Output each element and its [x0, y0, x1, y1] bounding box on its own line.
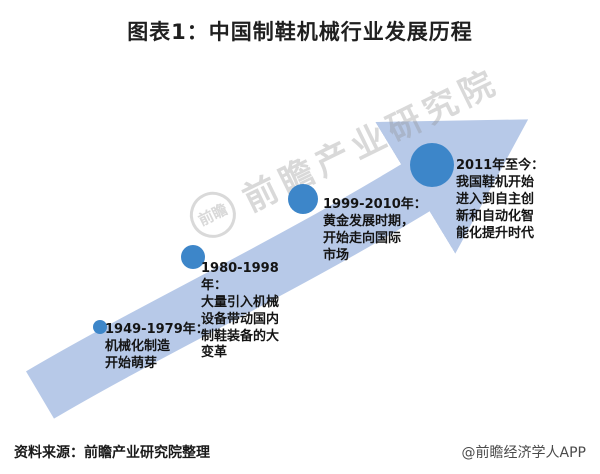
- timeline-dot-1: [93, 320, 107, 334]
- source-note: 资料来源：前瞻产业研究院整理: [14, 445, 210, 461]
- timeline-dot-2: [181, 245, 205, 269]
- timeline-dot-4: [410, 143, 454, 187]
- timeline-label-1: 1949-1979年： 机械化制造 开始萌芽: [105, 322, 209, 371]
- timeline-label-4: 2011年至今： 我国鞋机开始 进入到自主创 新和自动化智 能化提升时代: [456, 158, 545, 241]
- timeline-label-2: 1980-1998年： 大量引入机械 设备带动国内 制鞋装备的大 变革: [201, 261, 280, 361]
- timeline-label-3: 1999-2010年： 黄金发展时期， 开始走向国际 市场: [323, 197, 427, 263]
- arrow-body: [26, 119, 529, 419]
- figure-title: 图表1：中国制鞋机械行业发展历程: [127, 20, 473, 44]
- timeline-dot-3: [288, 184, 318, 214]
- credit-note: @前瞻经济学人APP: [461, 445, 586, 461]
